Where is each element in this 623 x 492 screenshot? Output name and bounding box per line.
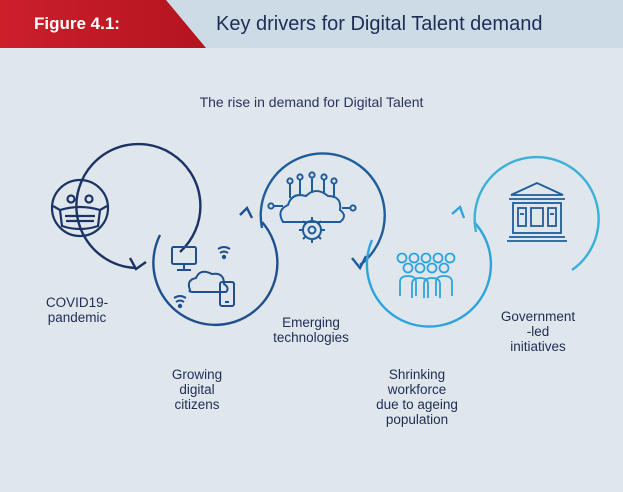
figure-tab <box>0 0 206 48</box>
caption-covid: COVID19- pandemic <box>17 295 137 325</box>
connected-devices-icon <box>171 246 235 309</box>
government-building-icon <box>507 182 567 242</box>
caption-digital-citizens: Growing digital citizens <box>137 367 257 412</box>
caption-covid-text: COVID19- pandemic <box>45 295 109 325</box>
stage-workforce-ring <box>365 204 493 328</box>
figure-number: Figure 4.1: <box>34 14 120 33</box>
caption-emerging-tech: Emerging technologies <box>251 315 371 345</box>
figure-header: Figure 4.1: Key drivers for Digital Tale… <box>0 0 623 48</box>
cloud-gear-icon <box>267 171 357 243</box>
stage-emerging-tech-ring <box>259 152 386 271</box>
stage-government-ring <box>473 155 600 271</box>
caption-digital-citizens-text: Growing digital citizens <box>171 367 223 412</box>
stage-digital-citizens-ring <box>152 205 279 327</box>
figure-title: Key drivers for Digital Talent demand <box>216 13 543 35</box>
caption-workforce-text: Shrinking workforce due to ageing popula… <box>376 367 458 427</box>
caption-government-text: Government -led initiatives <box>500 309 576 354</box>
diagram-subtitle: The rise in demand for Digital Talent <box>199 94 424 110</box>
stage-covid-ring <box>75 142 202 271</box>
caption-emerging-tech-text: Emerging technologies <box>273 315 349 345</box>
crowd-icon <box>396 252 456 298</box>
masked-face-icon <box>50 178 110 238</box>
caption-government: Government -led initiatives <box>478 309 598 354</box>
caption-workforce: Shrinking workforce due to ageing popula… <box>357 367 477 427</box>
